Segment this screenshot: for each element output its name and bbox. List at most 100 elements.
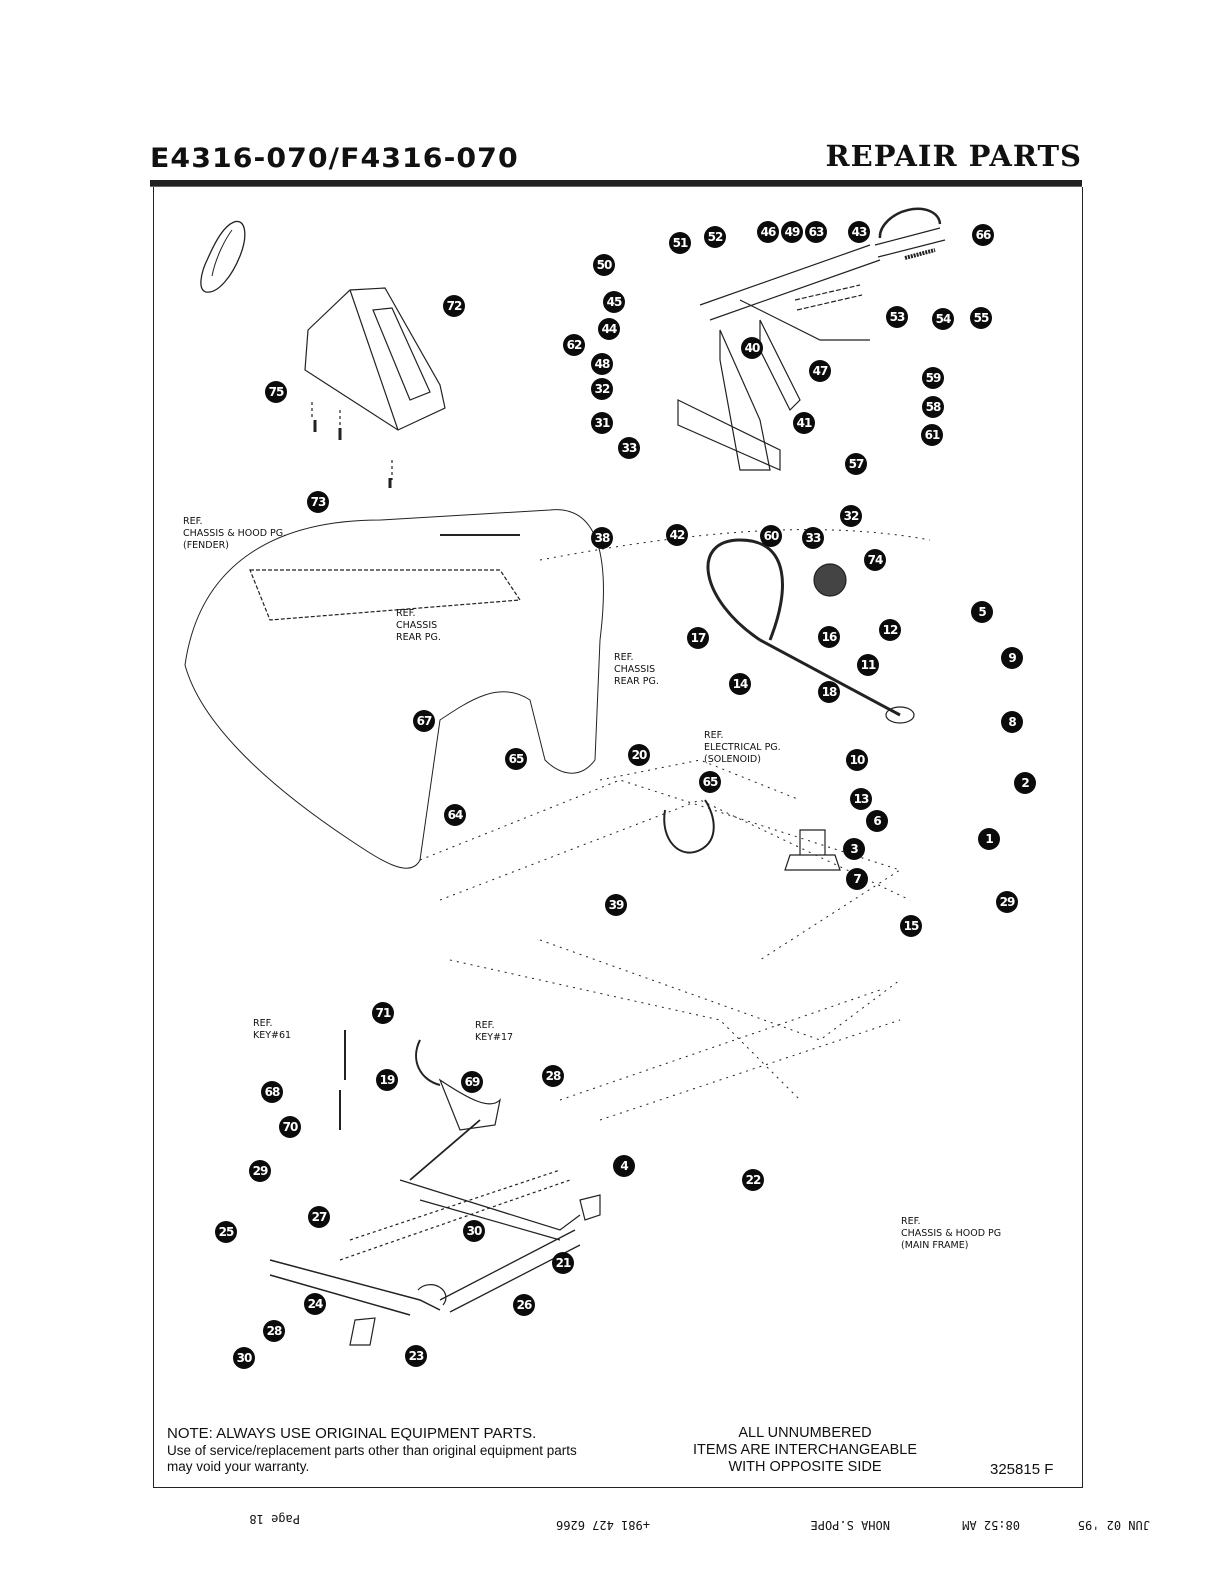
callout-key-30: 30 (463, 1220, 485, 1242)
interchangeable-note-line-2: ITEMS ARE INTERCHANGEABLE (693, 1442, 917, 1458)
shift-console-part (304, 287, 446, 431)
callout-key-62: 62 (563, 334, 585, 356)
callout-key-52: 52 (704, 226, 726, 248)
callout-key-66: 66 (972, 224, 994, 246)
callout-key-58: 58 (922, 396, 944, 418)
callout-key-72: 72 (443, 295, 465, 317)
fax-header-upside-down: JUN 02 '95 08:52 AM NOHA S.POPE +981 427… (150, 1510, 1150, 1540)
ref-main-frame: REF. CHASSIS & HOOD PG (MAIN FRAME) (901, 1216, 1002, 1251)
callout-key-29: 29 (996, 891, 1018, 913)
interchangeable-note-line-1: ALL UNNUMBERED (738, 1425, 872, 1441)
fax-page: Page 18 (249, 1512, 300, 1526)
callout-key-64: 64 (444, 804, 466, 826)
document-part-number: 325815 F (990, 1461, 1054, 1478)
callout-key-12: 12 (879, 619, 901, 641)
callout-key-69: 69 (461, 1071, 483, 1093)
ref-fender: REF. CHASSIS & HOOD PG. (FENDER) (183, 516, 287, 551)
callout-key-45: 45 (603, 291, 625, 313)
callout-key-7: 7 (846, 868, 868, 890)
callout-key-9: 9 (1001, 647, 1023, 669)
callout-key-39: 39 (605, 894, 627, 916)
diagram-frame (153, 187, 1083, 1488)
shift-lever-part (699, 244, 881, 321)
callout-key-73: 73 (307, 491, 329, 513)
callout-key-32: 32 (591, 378, 613, 400)
callout-key-42: 42 (666, 524, 688, 546)
callout-key-21: 21 (552, 1252, 574, 1274)
callout-key-2: 2 (1014, 772, 1036, 794)
interchangeable-note: ALL UNNUMBERED ITEMS ARE INTERCHANGEABLE… (660, 1425, 950, 1476)
callout-key-38: 38 (591, 527, 613, 549)
callout-key-10: 10 (846, 749, 868, 771)
callout-key-51: 51 (669, 232, 691, 254)
callout-key-23: 23 (405, 1345, 427, 1367)
ref-electrical: REF. ELECTRICAL PG. (SOLENOID) (704, 730, 781, 765)
callout-key-11: 11 (857, 654, 879, 676)
callout-key-5: 5 (971, 601, 993, 623)
header-rule (150, 180, 1082, 186)
cable-part (706, 538, 784, 642)
ref-chassis-rear-1: REF. CHASSIS REAR PG. (396, 608, 441, 643)
callout-key-40: 40 (741, 337, 763, 359)
header-rule-thin (150, 186, 1082, 187)
callout-key-3: 3 (843, 838, 865, 860)
note-title: NOTE: ALWAYS USE ORIGINAL EQUIPMENT PART… (167, 1425, 537, 1442)
callout-key-33: 33 (618, 437, 640, 459)
callout-key-61: 61 (921, 424, 943, 446)
interchangeable-note-line-3: WITH OPPOSITE SIDE (728, 1459, 882, 1475)
callout-key-55: 55 (970, 307, 992, 329)
callout-key-31: 31 (591, 412, 613, 434)
fax-phone: +981 427 6266 (556, 1518, 650, 1532)
fax-time: 08:52 AM (962, 1518, 1020, 1532)
callout-key-28: 28 (263, 1320, 285, 1342)
handwritten-mark (200, 220, 246, 293)
callout-key-8: 8 (1001, 711, 1023, 733)
callout-key-17: 17 (687, 627, 709, 649)
ref-key61: REF. KEY#61 (253, 1018, 292, 1041)
callout-key-48: 48 (591, 353, 613, 375)
fax-date: JUN 02 '95 (1077, 1518, 1150, 1532)
callout-key-54: 54 (932, 308, 954, 330)
callout-key-67: 67 (413, 710, 435, 732)
model-title: E4316-070/F4316-070 (150, 143, 519, 174)
callout-key-63: 63 (805, 221, 827, 243)
callout-key-20: 20 (628, 744, 650, 766)
note-body: Use of service/replacement parts other t… (167, 1443, 577, 1474)
callout-key-50: 50 (593, 254, 615, 276)
callout-key-27: 27 (308, 1206, 330, 1228)
callout-key-19: 19 (376, 1069, 398, 1091)
ref-key17: REF. KEY#17 (475, 1020, 514, 1043)
section-title: REPAIR PARTS (825, 139, 1082, 173)
callout-key-26: 26 (513, 1294, 535, 1316)
callout-key-43: 43 (848, 221, 870, 243)
callout-key-33: 33 (802, 527, 824, 549)
callout-key-60: 60 (760, 525, 782, 547)
knob-part (813, 563, 847, 597)
callout-key-24: 24 (304, 1293, 326, 1315)
callout-key-44: 44 (598, 318, 620, 340)
callout-key-46: 46 (757, 221, 779, 243)
callout-key-41: 41 (793, 412, 815, 434)
callout-key-32: 32 (840, 505, 862, 527)
callout-key-14: 14 (729, 673, 751, 695)
solenoid-part (784, 829, 841, 871)
callout-key-29: 29 (249, 1160, 271, 1182)
callout-key-75: 75 (265, 381, 287, 403)
callout-key-30: 30 (233, 1347, 255, 1369)
callout-key-70: 70 (279, 1116, 301, 1138)
callout-key-71: 71 (372, 1002, 394, 1024)
callout-key-13: 13 (850, 788, 872, 810)
callout-key-6: 6 (866, 810, 888, 832)
callout-key-28: 28 (542, 1065, 564, 1087)
callout-key-59: 59 (922, 367, 944, 389)
callout-key-57: 57 (845, 453, 867, 475)
callout-key-47: 47 (809, 360, 831, 382)
ref-chassis-rear-2: REF. CHASSIS REAR PG. (614, 652, 659, 687)
callout-key-53: 53 (886, 306, 908, 328)
callout-key-4: 4 (613, 1155, 635, 1177)
callout-key-68: 68 (261, 1081, 283, 1103)
axle-part (269, 1259, 441, 1316)
fender-part (184, 509, 604, 869)
fax-sender: NOHA S.POPE (810, 1518, 890, 1532)
